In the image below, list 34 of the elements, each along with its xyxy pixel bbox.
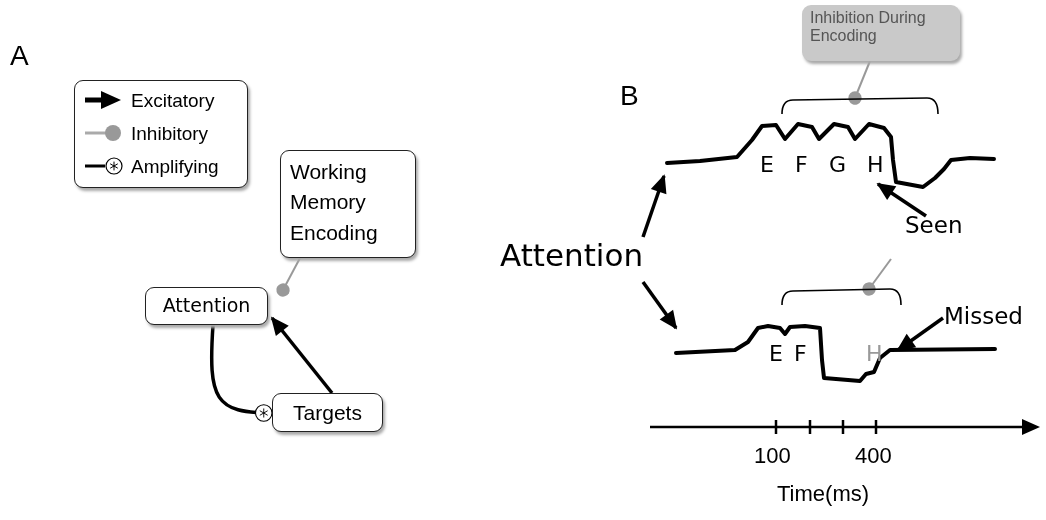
legend-label: Amplifying [131,156,219,178]
tick-label: 400 [855,443,892,469]
stimulus-letter: F [794,341,807,366]
bracket [781,97,939,115]
waveform-line [665,121,997,190]
arrow [641,280,678,330]
panel-letter: A [10,40,29,72]
arrow [876,182,927,218]
panel-letter: B [620,80,639,112]
axis-title: Time(ms) [777,481,870,507]
legend-label: Inhibitory [131,123,209,145]
amplifying-connector [209,324,273,422]
waveform-line [674,323,997,384]
bracket [781,288,902,306]
legend-label: Excitatory [131,90,215,112]
stimulus-letter: H [866,341,883,366]
stimulus-letter: E [760,152,774,177]
arrow [270,316,334,395]
node-text: Seen [905,212,985,242]
process-box: Working Memory Encoding [280,150,416,258]
stimulus-letter: H [867,152,884,177]
stimulus-letter: G [829,152,847,177]
node-text: Missed [944,303,1044,333]
tick-label: 100 [754,443,791,469]
stimulus-letter: F [795,152,808,177]
process-box: Targets [272,393,383,432]
inhibitory-connector [862,258,892,296]
arrow [641,174,667,238]
node-text: Attention [500,238,660,280]
stimulus-letter: E [769,341,783,366]
inhibitory-connector [276,257,301,297]
process-box: Attention [145,287,268,325]
inhibitory-connector [848,60,871,105]
callout-box: Inhibition During Encoding [802,5,960,61]
